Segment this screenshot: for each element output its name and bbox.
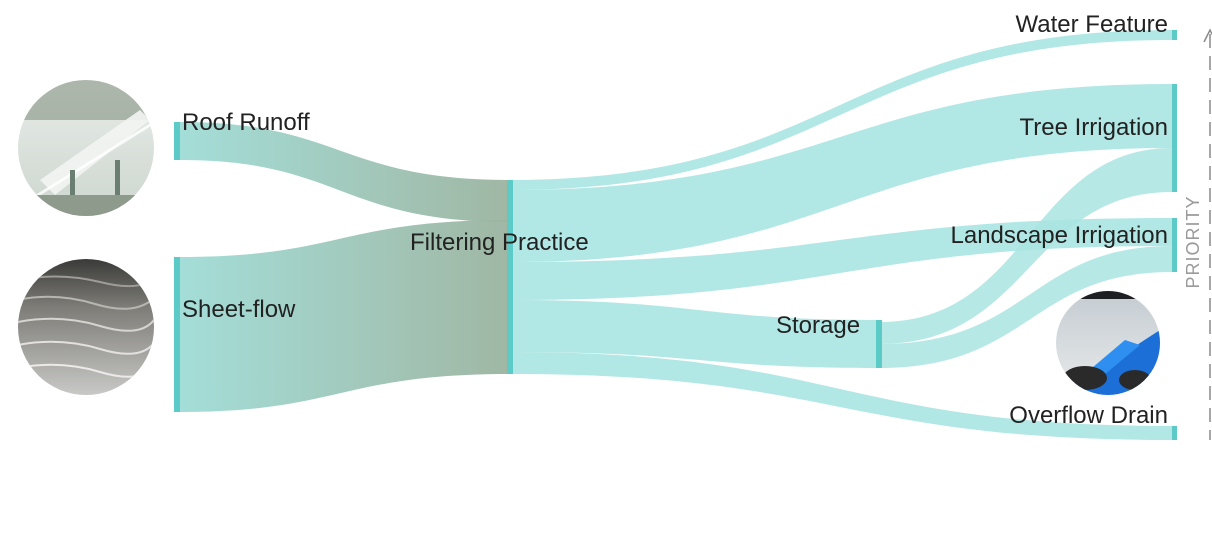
node-label-sheet-flow: Sheet-flow [182, 296, 296, 323]
node-bar-landscape-irrigation [1172, 218, 1177, 272]
node-bar-sheet-flow [174, 257, 180, 412]
node-label-storage: Storage [776, 312, 860, 339]
flow-sheet-flow-to-filtering [180, 220, 510, 412]
priority-label: PRIORITY [1183, 195, 1203, 288]
storage-photo [1056, 291, 1160, 395]
flow-roof-runoff-to-filtering [180, 122, 510, 222]
priority-arrow-icon [1203, 28, 1212, 43]
node-bar-water-feature [1172, 30, 1177, 40]
sheet-flow-photo [18, 259, 154, 395]
flow-storage-to-tree-irrigation [880, 148, 1172, 344]
flow-storage-to-landscape-irrigation [880, 246, 1172, 368]
node-bar-roof-runoff [174, 122, 180, 160]
flow-filtering-to-landscape-irrigation [510, 218, 1172, 300]
node-bar-filtering-practice [507, 180, 513, 374]
roof-runoff-photo [18, 80, 154, 216]
flow-filtering-to-overflow-drain [510, 352, 1172, 440]
priority-axis: PRIORITY [1183, 28, 1212, 440]
node-label-filtering-practice: Filtering Practice [410, 229, 589, 256]
node-bar-overflow-drain [1172, 426, 1177, 440]
node-bar-tree-irrigation [1172, 84, 1177, 192]
node-label-roof-runoff: Roof Runoff [182, 109, 310, 136]
node-label-water-feature: Water Feature [1016, 11, 1169, 38]
flow-filtering-to-water-feature [510, 30, 1172, 190]
node-label-landscape-irrigation: Landscape Irrigation [951, 222, 1168, 249]
node-label-tree-irrigation: Tree Irrigation [1020, 114, 1169, 141]
flow-filtering-to-storage [510, 300, 878, 368]
node-bar-storage [876, 320, 882, 368]
flow-filtering-to-tree-irrigation [510, 84, 1172, 262]
node-label-overflow-drain: Overflow Drain [1009, 402, 1168, 429]
